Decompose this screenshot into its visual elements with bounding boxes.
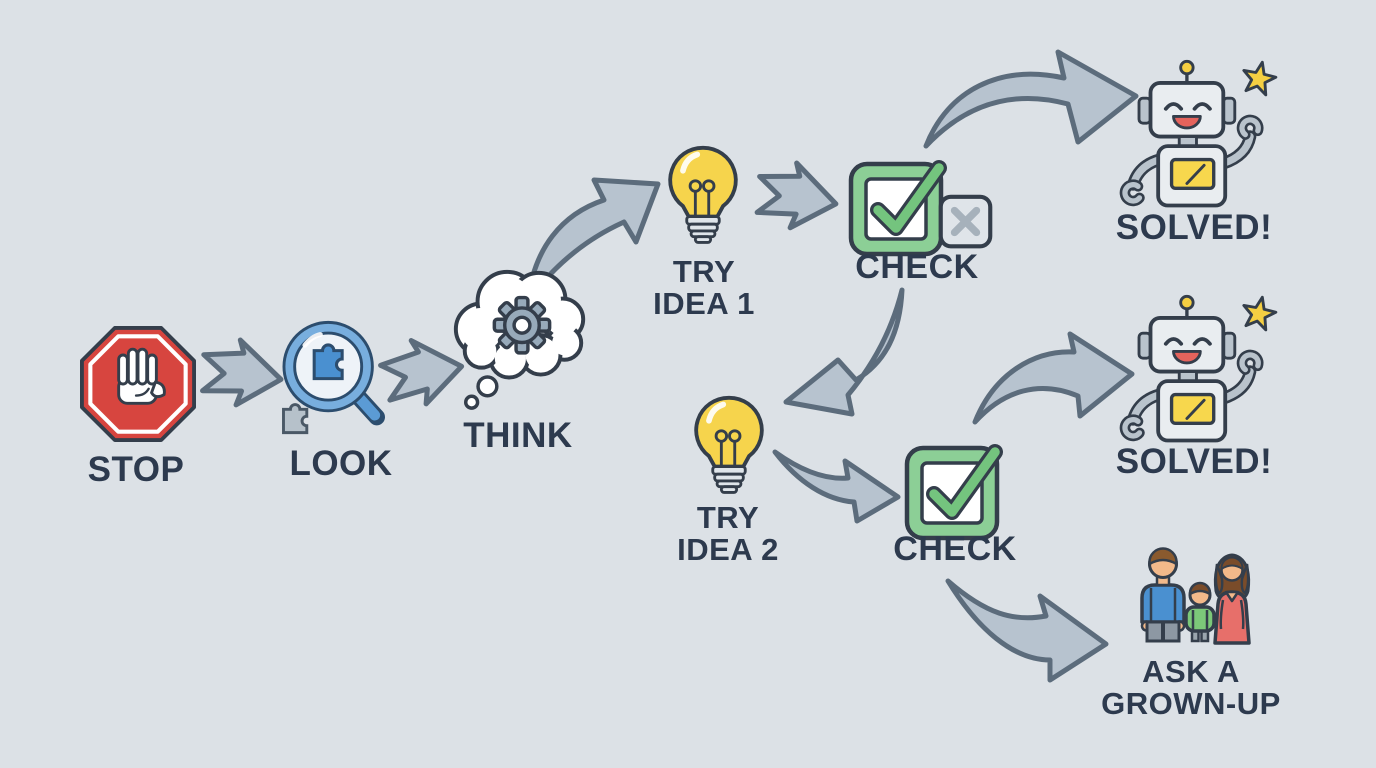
mom-figure	[1213, 553, 1251, 645]
arrow-check1-to-try2	[783, 287, 905, 417]
arrow-check1-to-solved1	[923, 49, 1139, 149]
family-icon	[1140, 547, 1251, 645]
stop-sign-icon	[80, 326, 196, 442]
child-figure	[1184, 581, 1216, 643]
check-2-label: CHECK	[893, 530, 1017, 568]
check-1-label: CHECK	[855, 248, 979, 286]
gear-icon	[492, 295, 552, 355]
lightbulb-icon	[660, 142, 746, 252]
solved-1-label: SOLVED!	[1115, 208, 1273, 247]
arrow-try1-to-check1	[754, 160, 839, 231]
think-label: THINK	[463, 416, 573, 455]
arrow-try2-to-check2	[772, 449, 901, 524]
arrow-check2-to-solved2	[972, 331, 1135, 425]
ask-grownup-label: ASK A GROWN-UP	[1101, 654, 1281, 722]
solved-2-label: SOLVED!	[1115, 442, 1273, 481]
look-label: LOOK	[289, 444, 393, 483]
try-idea-1-label: TRY IDEA 1	[653, 254, 755, 322]
arrow-check2-to-askgrownup	[945, 578, 1109, 683]
x-box-icon	[938, 194, 993, 249]
thought-cloud-gear-icon	[453, 269, 586, 410]
blue-puzzle-icon	[312, 343, 344, 381]
gray-puzzle-icon	[282, 403, 309, 435]
try-idea-2-label: TRY IDEA 2	[677, 500, 779, 568]
magnifier-puzzle-icon	[282, 320, 385, 435]
lightbulb-icon	[686, 392, 772, 502]
dad-figure	[1140, 547, 1186, 643]
stop-label: STOP	[87, 450, 185, 489]
hand-icon	[117, 347, 166, 405]
